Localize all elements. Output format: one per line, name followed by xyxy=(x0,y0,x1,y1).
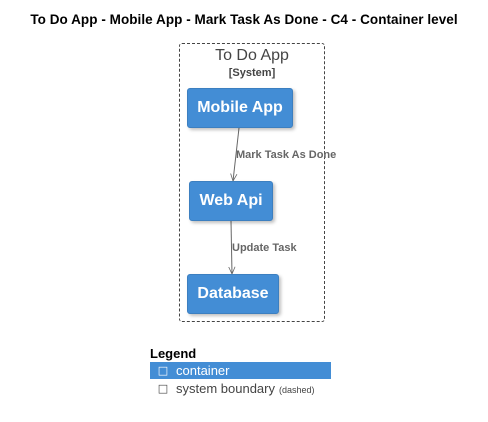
container-database[interactable]: Database xyxy=(187,274,279,314)
container-web-api[interactable]: Web Api xyxy=(189,181,273,221)
edge-webapi-to-database xyxy=(231,220,232,274)
edge-label-update-task: Update Task xyxy=(232,242,297,254)
boundary-name: To Do App xyxy=(215,47,289,64)
legend-item-label: system boundary xyxy=(176,381,275,396)
diagram-title: To Do App - Mobile App - Mark Task As Do… xyxy=(30,12,458,27)
legend-title: Legend xyxy=(150,346,197,361)
system-boundary: To Do App [System] xyxy=(179,43,325,322)
legend-item-label: container xyxy=(176,363,230,378)
boundary-icon: □ xyxy=(157,382,169,395)
legend-item-boundary: □ system boundary (dashed) xyxy=(150,380,331,397)
boundary-type: [System] xyxy=(228,67,276,79)
container-mobile-app[interactable]: Mobile App xyxy=(187,88,293,128)
edge-label-mark-task-as-done: Mark Task As Done xyxy=(236,149,337,161)
edge-mobile-to-webapi xyxy=(233,127,240,181)
legend-item-container: □ container xyxy=(150,362,331,379)
legend-item-note: (dashed) xyxy=(279,384,315,395)
container-icon: □ xyxy=(157,364,169,377)
